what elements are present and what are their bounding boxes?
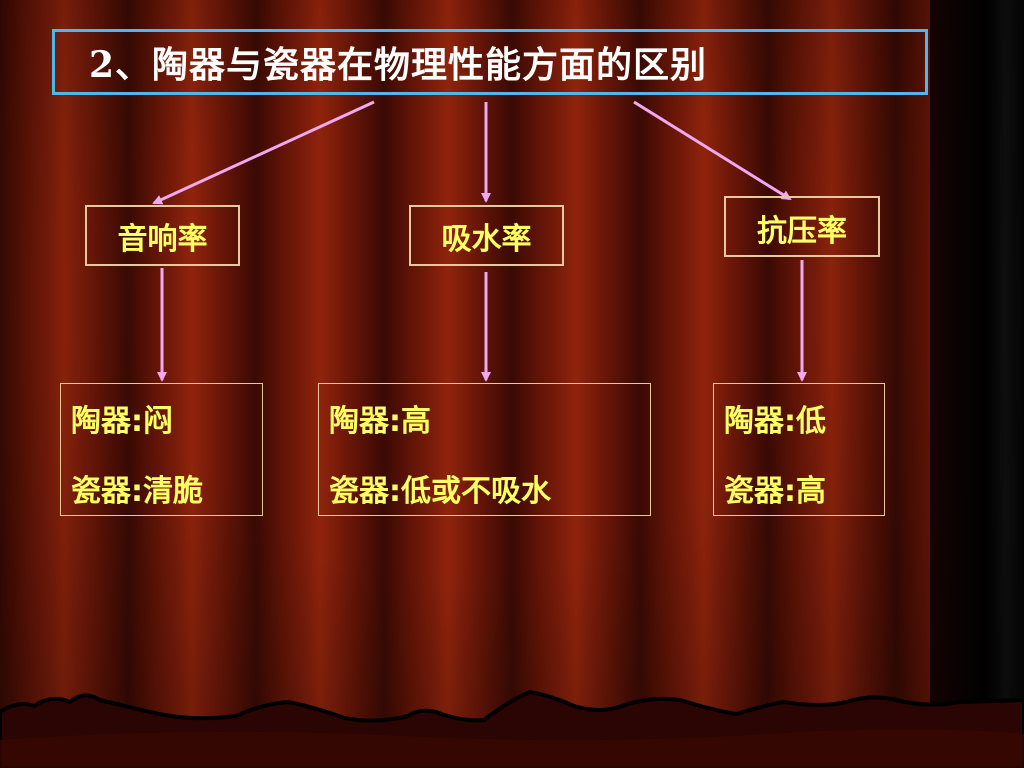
property-box-absorption: 吸水率 [409, 205, 564, 266]
property-label-compression: 抗压率 [757, 214, 847, 249]
detail-box-sound: 陶器:闷 瓷器:清脆 [60, 383, 263, 516]
property-box-sound: 音响率 [85, 205, 240, 266]
detail-pottery-absorption: 陶器:高 [329, 404, 431, 439]
property-box-compression: 抗压率 [724, 196, 880, 257]
detail-box-absorption: 陶器:高 瓷器:低或不吸水 [318, 383, 651, 516]
page-title: 2、陶器与瓷器在物理性能方面的区别 [89, 44, 708, 86]
detail-porcelain-compression: 瓷器:高 [724, 474, 826, 509]
detail-pottery-compression: 陶器:低 [724, 404, 826, 439]
arrow-title-to-compression [633, 100, 792, 201]
detail-pottery-sound: 陶器:闷 [71, 404, 173, 439]
detail-porcelain-absorption: 瓷器:低或不吸水 [329, 474, 551, 509]
title-box: 2、陶器与瓷器在物理性能方面的区别 [52, 29, 928, 95]
arrow-title-to-sound [152, 100, 375, 205]
right-curtain-drape [930, 0, 1024, 768]
detail-porcelain-sound: 瓷器:清脆 [71, 474, 203, 509]
detail-box-compression: 陶器:低 瓷器:高 [713, 383, 885, 516]
property-label-absorption: 吸水率 [441, 221, 532, 257]
property-label-sound: 音响率 [117, 221, 208, 257]
